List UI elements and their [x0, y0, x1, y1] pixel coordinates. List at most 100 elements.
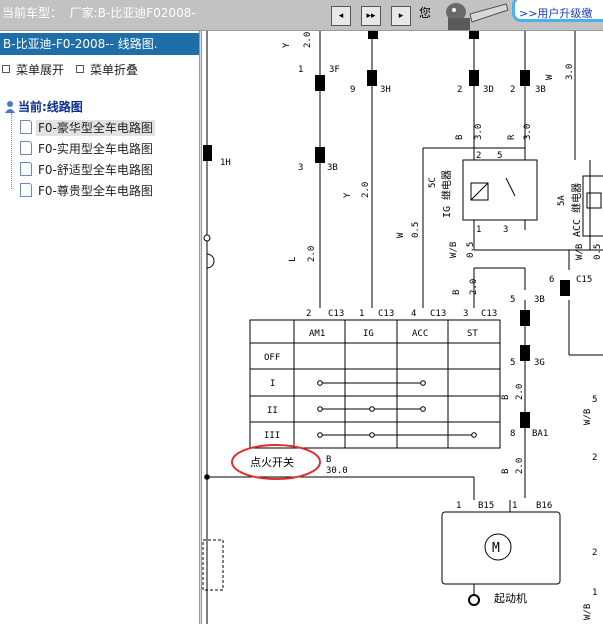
wire-size: 2.0 [469, 279, 479, 295]
pin-label: 3 [503, 225, 508, 235]
wire-color: W/B [449, 242, 459, 258]
tree-item-comfort[interactable]: F0-舒适型全车电路图 [10, 161, 155, 179]
connector-label: 5C [428, 177, 438, 188]
tree-item-label: F0-舒适型全车电路图 [38, 163, 153, 177]
upgrade-link-text: >>用户升级缴 [519, 7, 593, 20]
model-title: B-比亚迪-F0-2008-- 线路图. [0, 33, 199, 55]
wire-size: 0.5 [411, 222, 421, 238]
wire-color: W/B [583, 409, 593, 425]
pin-label: 2 [592, 453, 597, 463]
current-car-model: 当前车型： 厂家:B-比亚迪F02008- [2, 4, 196, 21]
acc-relay-label: ACC 继电器 [570, 183, 583, 237]
pin-label: 5 [592, 395, 597, 405]
tree-root-label: 当前:线路图 [18, 100, 83, 114]
connector-label: BA1 [532, 429, 548, 439]
tree-item-label: F0-尊贵型全车电路图 [38, 184, 153, 198]
table-row-header: I [270, 379, 275, 389]
wire-size: 0.5 [593, 244, 603, 260]
wire-color: R [507, 134, 517, 140]
connector-label: B15 [478, 501, 494, 511]
user-upgrade-link[interactable]: >>用户升级缴 [512, 0, 603, 22]
menu-collapse-label: 菜单折叠 [90, 63, 139, 77]
pin-label: 1 [512, 501, 517, 511]
acc-relay: ACC 继电器 [570, 175, 603, 237]
user-icon [5, 101, 15, 113]
wire-color: Y [282, 42, 292, 48]
wire-size: 30.0 [326, 466, 348, 476]
tree-item-luxury[interactable]: F0-豪华型全车电路图 [10, 119, 155, 137]
wire-color: B [455, 135, 465, 140]
pin-label: 1 [359, 309, 364, 319]
table-column-header: ST [467, 329, 478, 339]
document-icon [20, 141, 32, 155]
connector-label: B16 [536, 501, 552, 511]
tree-item-label: F0-实用型全车电路图 [38, 142, 153, 156]
menu-collapse-button[interactable]: 菜单折叠 [76, 61, 138, 78]
tree-item-practical[interactable]: F0-实用型全车电路图 [10, 140, 155, 158]
pin-label: 2 [457, 85, 462, 95]
table-column-header: ACC [412, 329, 428, 339]
table-row-header: III [264, 431, 280, 441]
wire-color: W/B [575, 244, 585, 260]
ig-relay: 2 5 1 3 IG 继电器 [440, 151, 538, 235]
connector-label: C13 [481, 309, 497, 319]
connector-label: 1H [220, 158, 231, 168]
pin-label: 9 [350, 85, 355, 95]
tree-guide-line [11, 113, 12, 189]
document-icon [20, 162, 32, 176]
connector-label: 5A [557, 195, 567, 206]
connector-label: 3H [380, 85, 391, 95]
pin-label: 5 [497, 151, 502, 161]
next-page-button[interactable]: ▸▸ [361, 6, 381, 26]
connector-label: C13 [328, 309, 344, 319]
wire-size: 3.0 [523, 124, 533, 140]
wire-color: Y [343, 192, 353, 198]
connector-label: C13 [430, 309, 446, 319]
pin-label: 1 [298, 65, 303, 75]
pin-label: 5 [510, 295, 515, 305]
prev-arrow-icon: ◂ [338, 11, 344, 21]
wire-size: 3.0 [474, 124, 484, 140]
table-column-header: AM1 [309, 329, 325, 339]
pin-label: 1 [476, 225, 481, 235]
next-arrow-icon: ▸▸ [366, 11, 376, 21]
wire-size: 2.0 [515, 458, 525, 474]
menu-expand-button[interactable]: 菜单展开 [2, 61, 64, 78]
pin-label: 2 [510, 85, 515, 95]
square-bullet-icon [2, 65, 10, 73]
connector-label: 3B [534, 295, 545, 305]
sidebar: B-比亚迪-F0-2008-- 线路图. 菜单展开 菜单折叠 当前:线路图 F0… [0, 31, 199, 624]
top-bar: 当前车型： 厂家:B-比亚迪F02008- ◂ ▸▸ ▸ 您 >>用户升级缴 [0, 0, 603, 31]
wire-color: L [288, 257, 298, 262]
pin-label: 2 [476, 151, 481, 161]
connector-label: 3D [483, 85, 494, 95]
prev-page-button[interactable]: ◂ [331, 6, 351, 26]
tree-root[interactable]: 当前:线路图 [4, 98, 83, 115]
car-label: 当前车型： [2, 6, 63, 20]
connector-label: C15 [576, 275, 592, 285]
pane-splitter[interactable] [199, 31, 202, 624]
table-row-header: II [267, 406, 278, 416]
user-greeting: 您 [419, 6, 432, 20]
menu-expand-label: 菜单展开 [16, 63, 65, 77]
wire-size: 2.0 [361, 182, 371, 198]
connector-label: 3F [329, 65, 340, 75]
pin-label: 6 [549, 275, 554, 285]
pin-label: 8 [510, 429, 515, 439]
wire-size: 2.0 [307, 246, 317, 262]
ig-relay-label: IG 继电器 [440, 170, 453, 218]
ignition-switch-label: 点火开关 [250, 455, 294, 469]
table-column-header: IG [363, 329, 374, 339]
last-page-button[interactable]: ▸ [391, 6, 411, 26]
pin-label: 2 [306, 309, 311, 319]
tree-item-premium[interactable]: F0-尊贵型全车电路图 [10, 182, 155, 200]
connector-label: 3B [327, 163, 338, 173]
ignition-switch-table: AM1 IG ACC ST OFF I II III [249, 319, 501, 449]
pin-label: 2 [592, 548, 597, 558]
connector-label: C13 [378, 309, 394, 319]
switch-contacts [317, 380, 477, 438]
wire-size: 2.0 [515, 384, 525, 400]
ignition-highlight-ellipse [231, 444, 321, 480]
document-icon [20, 183, 32, 197]
